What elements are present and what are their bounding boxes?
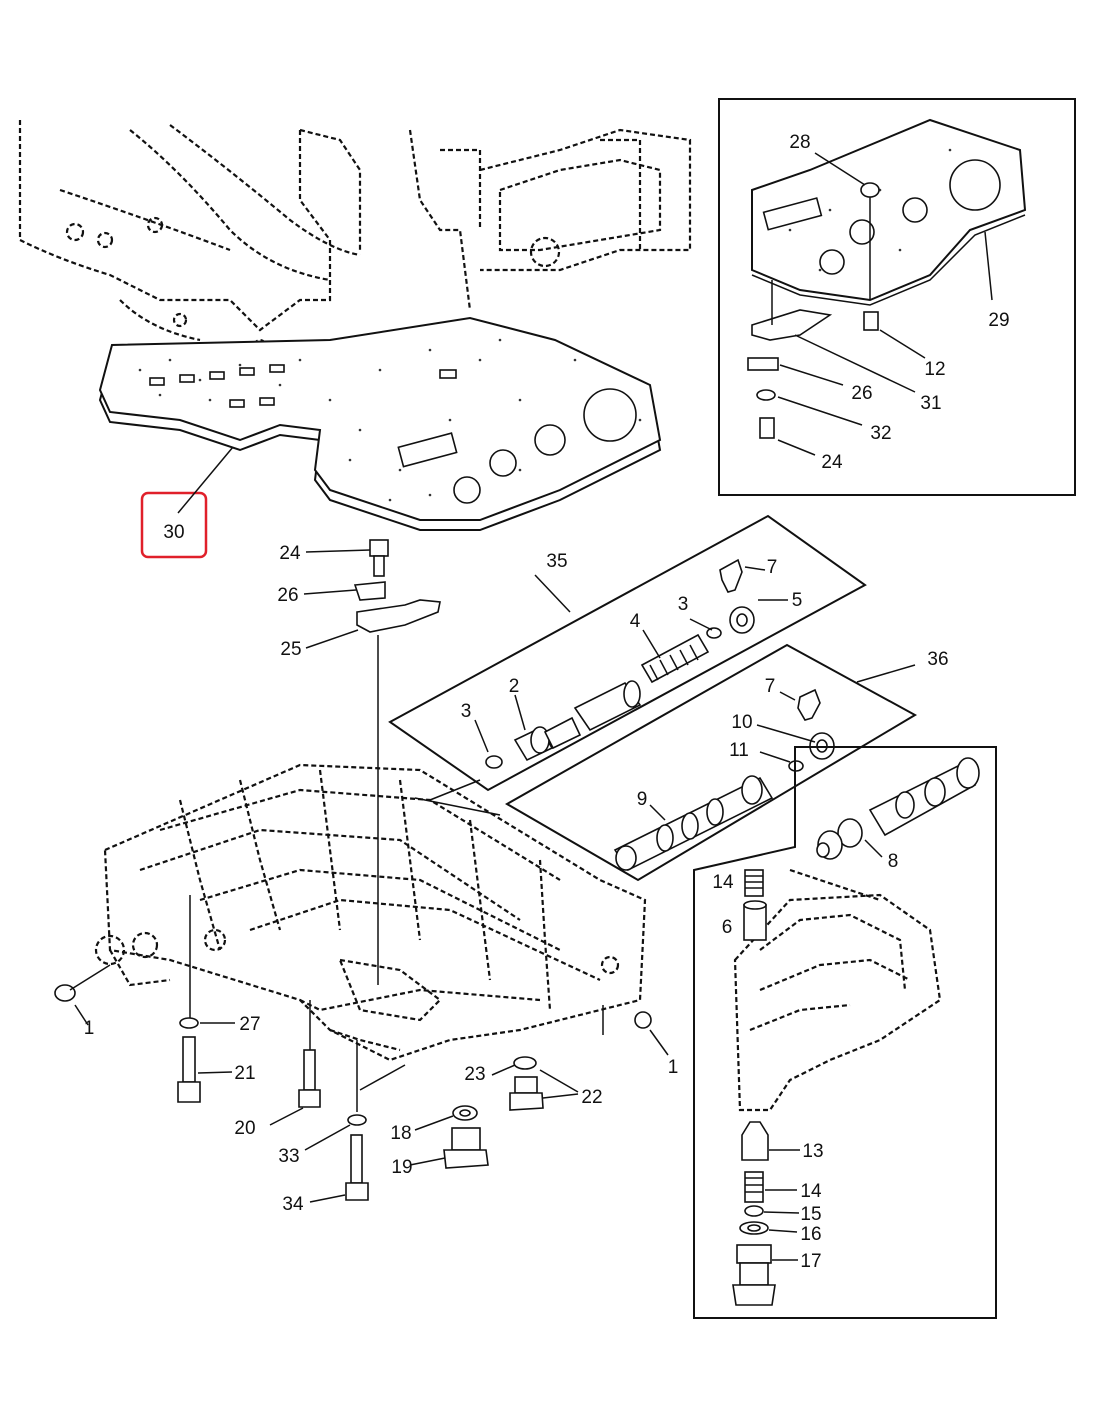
callout-9: 9 (637, 789, 648, 810)
callout-21: 21 (234, 1063, 255, 1084)
callout-30: 30 (163, 522, 184, 543)
callout-19: 19 (391, 1157, 412, 1178)
callout-32: 32 (870, 423, 891, 444)
callout-20: 20 (234, 1118, 255, 1139)
callout-31: 31 (920, 393, 941, 414)
callout-23: 23 (464, 1064, 485, 1085)
valve-body-outline (94, 763, 647, 1062)
callout-22: 22 (581, 1087, 602, 1108)
callout-18: 18 (390, 1123, 411, 1144)
callout-33: 33 (278, 1146, 299, 1167)
callout-15: 15 (800, 1204, 821, 1225)
bolts-and-plugs (54, 779, 669, 1203)
callout-10: 10 (731, 712, 752, 733)
callout-28: 28 (789, 132, 810, 153)
transmission-housing-outline (18, 120, 692, 362)
callout-7-lower: 7 (765, 676, 776, 697)
inset-detail-box (718, 98, 1076, 496)
callout-2: 2 (509, 676, 520, 697)
callout-26-inset: 26 (851, 383, 872, 404)
callout-17: 17 (800, 1251, 821, 1272)
callout-27: 27 (239, 1014, 260, 1035)
callout-12: 12 (924, 359, 945, 380)
bracket-stack (353, 539, 441, 985)
callout-34: 34 (282, 1194, 304, 1215)
callout-4: 4 (630, 611, 641, 632)
callout-13: 13 (802, 1141, 823, 1162)
callout-16: 16 (800, 1224, 821, 1245)
kit-36-box (504, 643, 918, 882)
callout-35: 35 (546, 551, 567, 572)
highlight-box-30 (140, 491, 208, 559)
callout-14-upper: 14 (712, 872, 734, 893)
callout-11: 11 (729, 740, 749, 761)
callout-29: 29 (988, 310, 1009, 331)
callout-14-lower: 14 (800, 1181, 822, 1202)
callout-1-left: 1 (84, 1018, 95, 1039)
callout-5: 5 (792, 590, 803, 611)
callout-7: 7 (767, 557, 778, 578)
callout-3-upper: 3 (678, 594, 689, 615)
callout-8: 8 (888, 851, 899, 872)
callout-24-inset: 24 (821, 452, 843, 473)
callout-6: 6 (722, 917, 733, 938)
callout-25: 25 (280, 639, 301, 660)
separator-plate-30 (98, 316, 662, 531)
kit-35-box (388, 514, 867, 792)
callout-26: 26 (277, 585, 298, 606)
callout-36: 36 (927, 649, 948, 670)
callout-1-right: 1 (668, 1057, 679, 1078)
callout-24: 24 (279, 543, 301, 564)
valve-kit-box (693, 746, 997, 1319)
callout-3-lower: 3 (461, 701, 472, 722)
